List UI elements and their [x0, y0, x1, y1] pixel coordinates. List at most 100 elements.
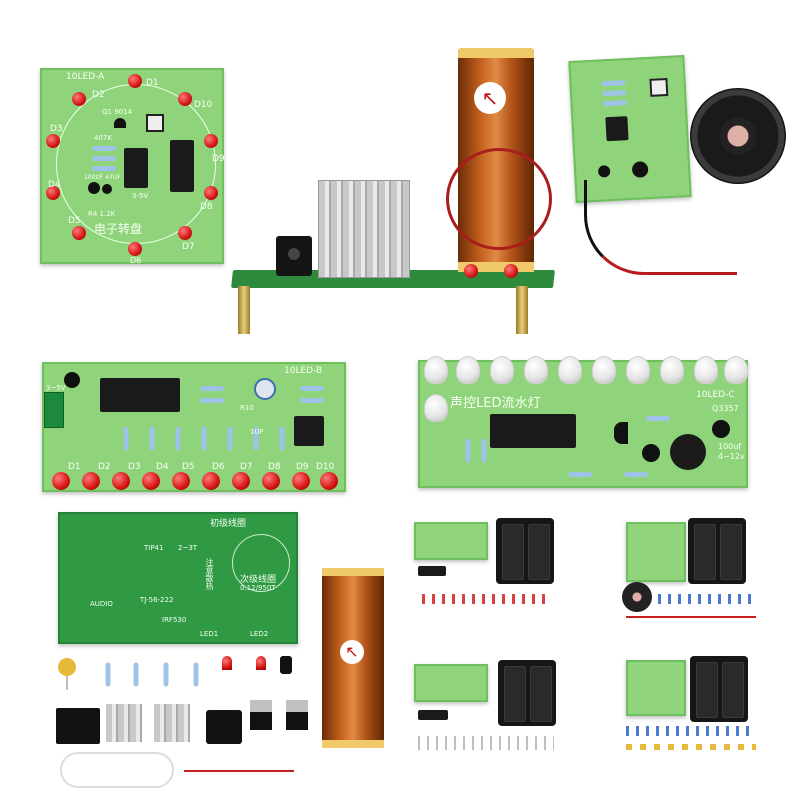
led — [112, 472, 130, 490]
ic-u1 — [124, 148, 148, 188]
electrolytic-capacitor — [280, 656, 292, 674]
battery-holder — [690, 656, 748, 722]
led — [262, 472, 280, 490]
resistor — [123, 426, 129, 451]
led-clear — [424, 356, 448, 384]
heatsink — [106, 704, 142, 742]
resistor — [601, 90, 627, 97]
part-label: 4~12v — [718, 452, 745, 461]
resistor — [601, 80, 626, 87]
board-header: 10LED-B — [284, 366, 323, 376]
speaker — [622, 582, 652, 612]
resistor — [646, 416, 670, 421]
led — [464, 264, 478, 278]
arrow-sticker: ↖ — [474, 82, 506, 114]
audio-cable — [60, 752, 174, 788]
led-clear — [660, 356, 684, 384]
ic — [100, 378, 180, 412]
speaker-wire — [584, 180, 737, 275]
part-label: R10 — [240, 404, 254, 412]
speaker — [690, 88, 786, 184]
led — [222, 656, 232, 670]
led — [46, 186, 60, 200]
led-label: D3 — [128, 462, 141, 472]
led-label: D5 — [182, 462, 195, 472]
rotary-led-kit — [622, 518, 764, 622]
tesla-pcb: 初级线圈 次级线圈 0.12/950T TIP41 2~3T AUDIO TJ-… — [58, 512, 298, 644]
led-label: D9 — [212, 154, 225, 164]
heat-note: 注意散热 — [205, 558, 214, 590]
battery-holder — [498, 660, 556, 726]
led-b-kit — [414, 660, 556, 760]
led — [172, 472, 190, 490]
part-label: LED2 — [250, 630, 269, 638]
resistor — [602, 100, 627, 107]
board-header: 10LED-C — [696, 390, 735, 400]
resistor — [133, 662, 139, 687]
led — [292, 472, 310, 490]
resistor — [105, 662, 111, 687]
led — [52, 472, 70, 490]
standoff — [516, 286, 528, 334]
primary-coil-label: 初级线圈 — [210, 519, 247, 529]
resistor — [200, 398, 224, 403]
tesla-coil-assembled: ↖ — [231, 40, 562, 340]
led — [320, 472, 338, 490]
part-label: Q3357 — [712, 404, 739, 413]
led — [142, 472, 160, 490]
led-clear — [592, 356, 616, 384]
jumper-wire — [184, 770, 294, 772]
led-clear — [524, 356, 548, 384]
board-title: 声控LED流水灯 — [450, 396, 541, 411]
heatsink — [154, 704, 190, 742]
led — [46, 134, 60, 148]
led-label: D7 — [240, 462, 253, 472]
led — [128, 242, 142, 256]
capacitor — [631, 161, 649, 178]
resistor — [624, 472, 648, 477]
part-label: 2~3T — [178, 544, 198, 552]
push-button — [649, 77, 669, 97]
transistor-q1 — [114, 118, 126, 128]
led — [72, 92, 86, 106]
lead — [66, 676, 68, 690]
led-b-board: 10LED-B D1 D2 D3 D4 D5 D6 D7 D8 D9 D10 3… — [42, 362, 346, 492]
voice-led-board: 10LED-C 声控LED流水灯 Q3357 100uf 4~12v — [418, 356, 748, 488]
led — [204, 134, 218, 148]
transistor-to220 — [250, 700, 272, 730]
battery-holder — [496, 518, 554, 584]
led-clear — [694, 356, 718, 384]
resistor — [92, 166, 116, 171]
part-label: IRF530 — [162, 616, 187, 624]
resistor — [481, 438, 487, 463]
capacitor — [102, 184, 112, 194]
led-label: D4 — [48, 180, 61, 190]
transistor-q2 — [614, 422, 628, 444]
led — [256, 656, 266, 670]
resistor — [201, 426, 207, 451]
resistor — [300, 398, 324, 403]
led-label: D8 — [200, 202, 213, 212]
led-label: D2 — [92, 90, 105, 100]
ic — [418, 710, 448, 720]
led-label: D9 — [296, 462, 309, 472]
resistor — [92, 146, 116, 151]
resistor — [149, 426, 155, 451]
led-label: D2 — [98, 462, 111, 472]
capacitor — [597, 165, 611, 178]
capacitor — [64, 372, 80, 388]
resistor — [279, 426, 285, 451]
led-clear — [490, 356, 514, 384]
part-label: 100UF 47UF — [84, 174, 121, 181]
led-label: D10 — [194, 100, 213, 110]
led-clear — [456, 356, 480, 384]
led-label: D7 — [182, 242, 195, 252]
capacitor — [254, 378, 276, 400]
resistor — [300, 386, 324, 391]
board-header: 10LED-A — [66, 72, 105, 82]
audio-jack — [276, 236, 312, 276]
heatsink — [318, 180, 410, 278]
ic-u2 — [170, 140, 194, 192]
led-label: D5 — [68, 216, 81, 226]
part-label: 407K — [94, 134, 112, 142]
